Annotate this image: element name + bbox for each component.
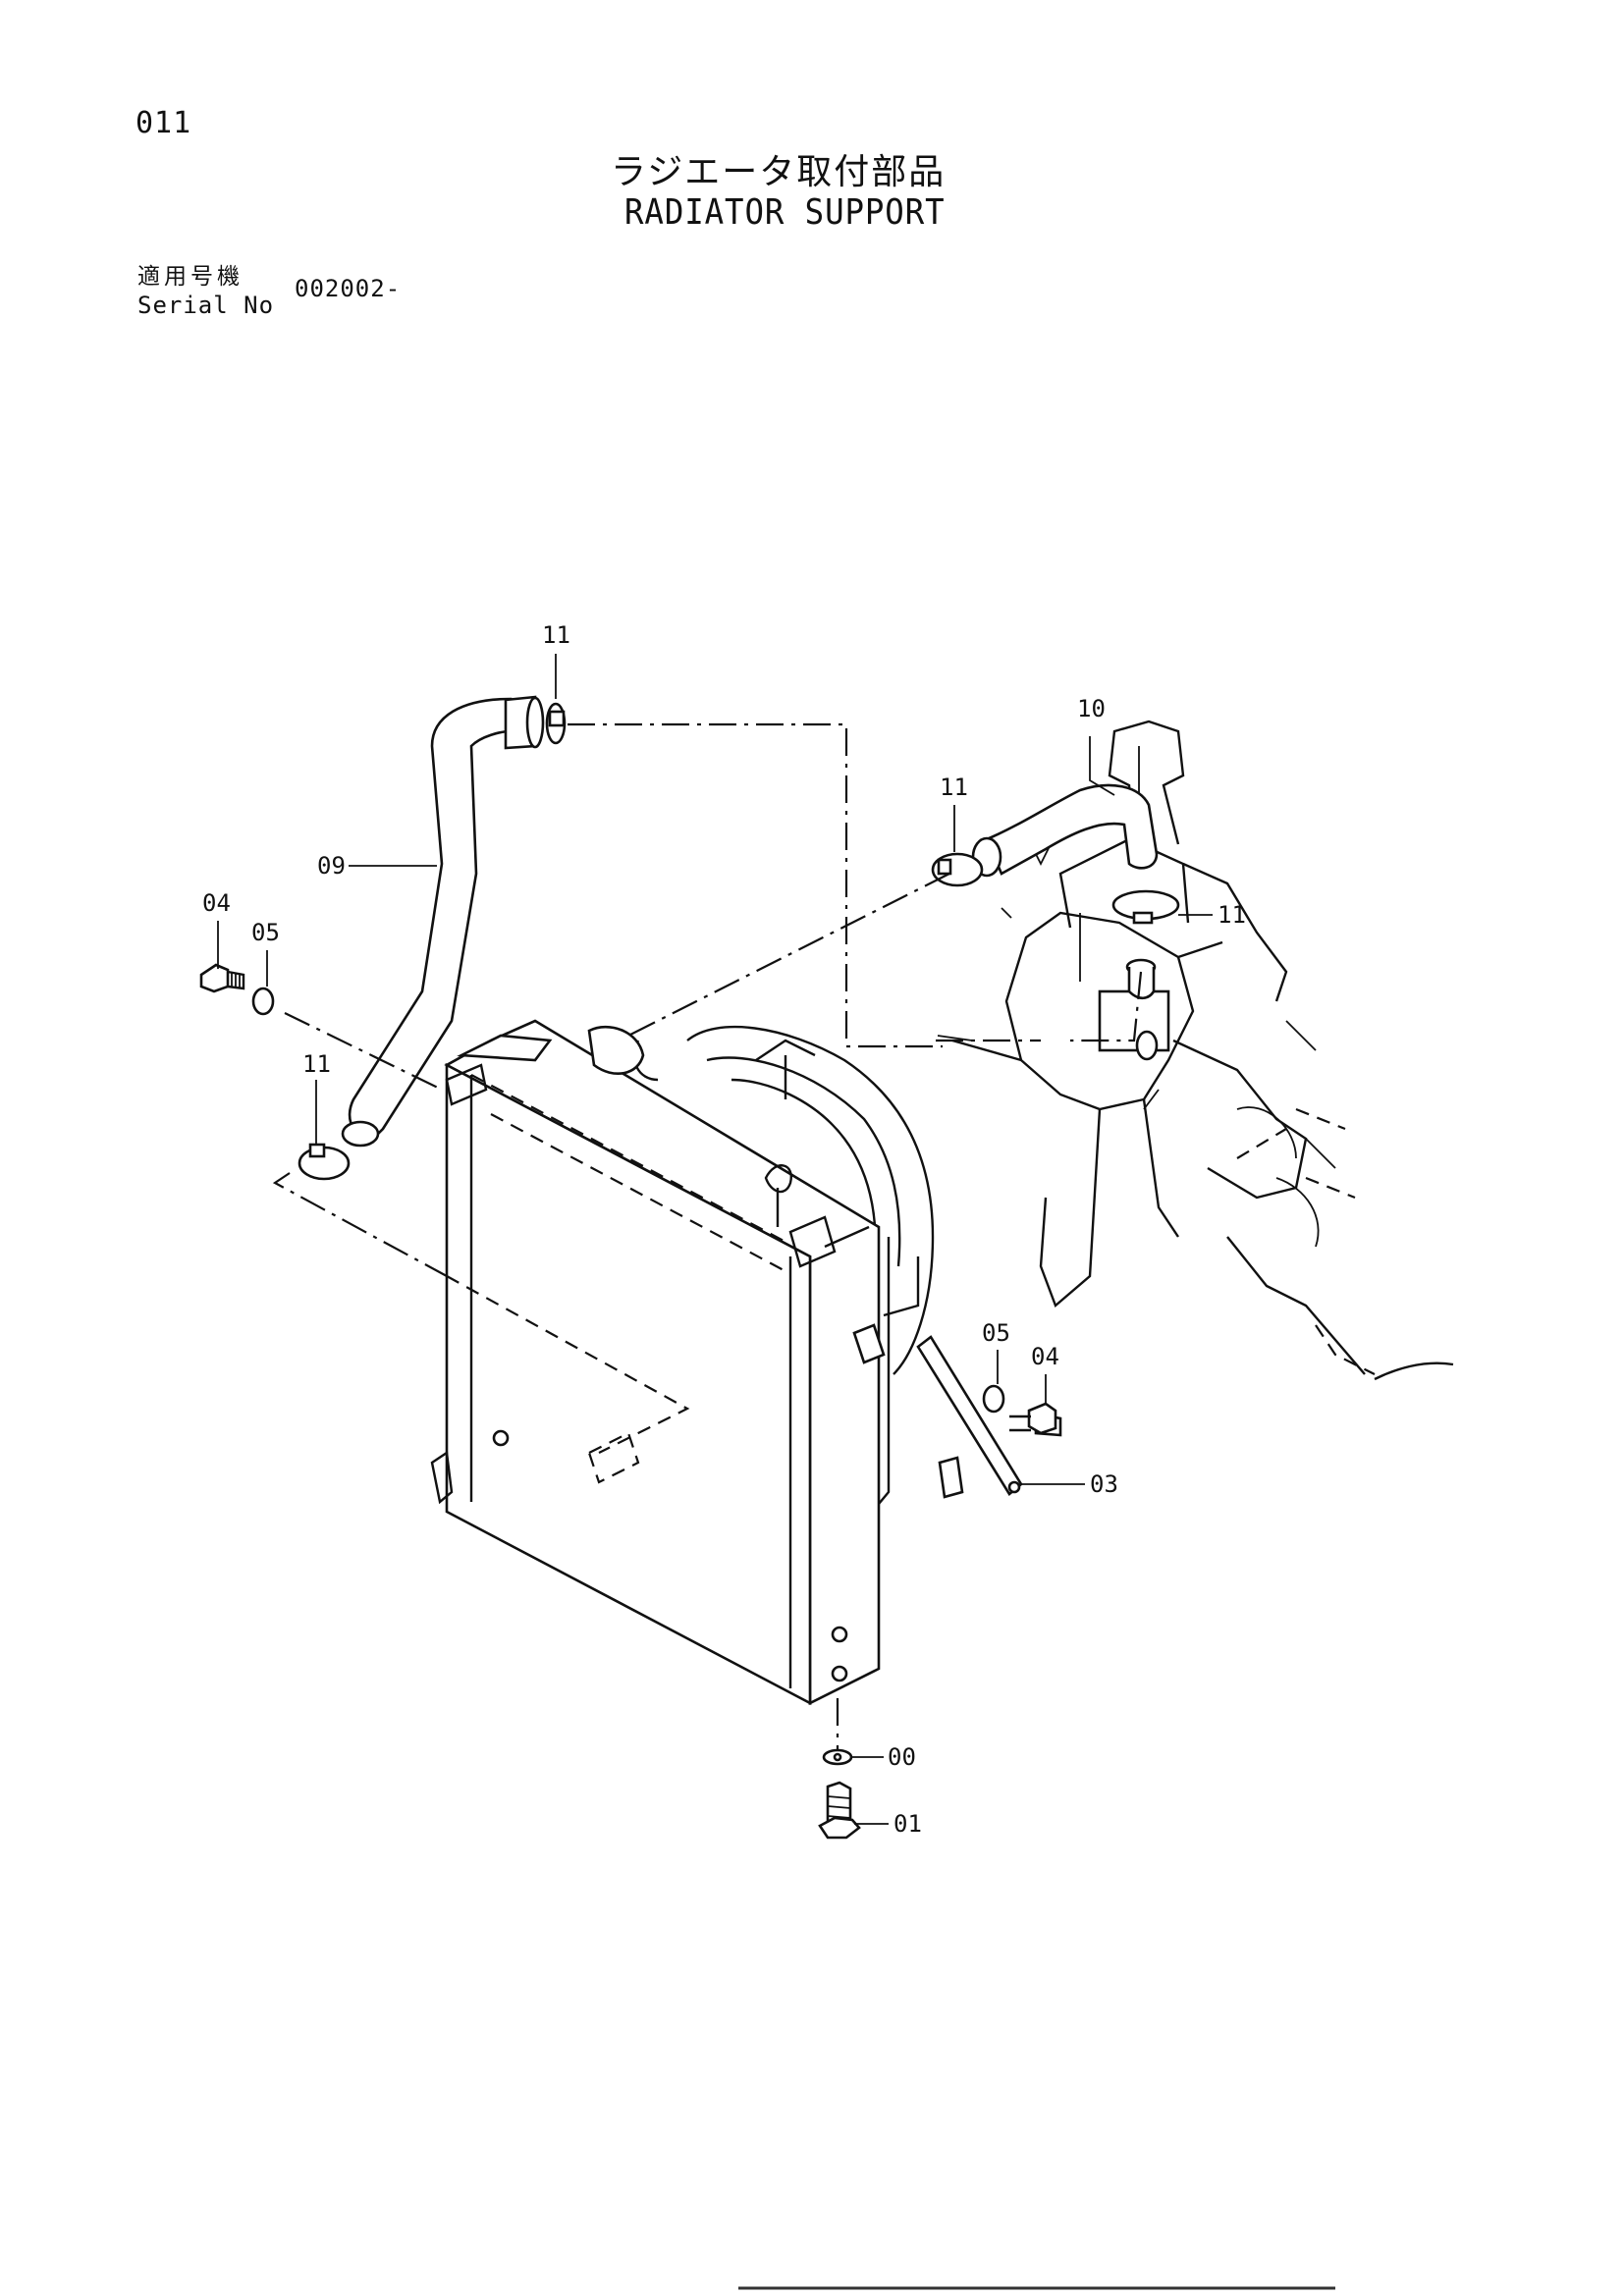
page-title-japanese: ラジエータ取付部品 (611, 152, 947, 192)
fan-shroud (632, 1025, 935, 1522)
callout-04-left: 04 (202, 889, 231, 917)
callout-03: 03 (1090, 1470, 1118, 1498)
callout-05-right: 05 (982, 1319, 1010, 1347)
callout-01: 01 (893, 1810, 922, 1838)
callout-04-right: 04 (1031, 1343, 1059, 1370)
callout-05-left: 05 (251, 919, 280, 946)
serial-label-english: Serial No (137, 292, 275, 319)
callout-10: 10 (1077, 695, 1106, 722)
centre-lines (272, 722, 1143, 1749)
hose-clamps (298, 702, 1180, 1181)
radiator-core (430, 1019, 881, 1706)
fasteners (199, 963, 1062, 1840)
lower-radiator-hose (971, 783, 1159, 878)
callout-11-left: 11 (302, 1050, 331, 1078)
callout-leaders (217, 654, 1213, 1825)
callout-labels: 09 11 10 11 11 04 05 11 05 04 03 00 01 (202, 621, 1246, 1838)
engine-fan-assembly (937, 720, 1454, 1381)
callout-11-fan: 11 (1218, 901, 1246, 929)
page-number: 011 (135, 106, 192, 140)
serial-label-japanese: 適用号機 (137, 264, 244, 290)
page-title-english: RADIATOR SUPPORT (624, 192, 946, 233)
callout-11-top: 11 (542, 621, 570, 649)
callout-00: 00 (888, 1743, 916, 1771)
serial-number-value: 002002- (295, 275, 402, 302)
callout-09: 09 (317, 852, 346, 880)
upper-radiator-hose (341, 695, 545, 1148)
callout-11-right: 11 (940, 774, 968, 801)
